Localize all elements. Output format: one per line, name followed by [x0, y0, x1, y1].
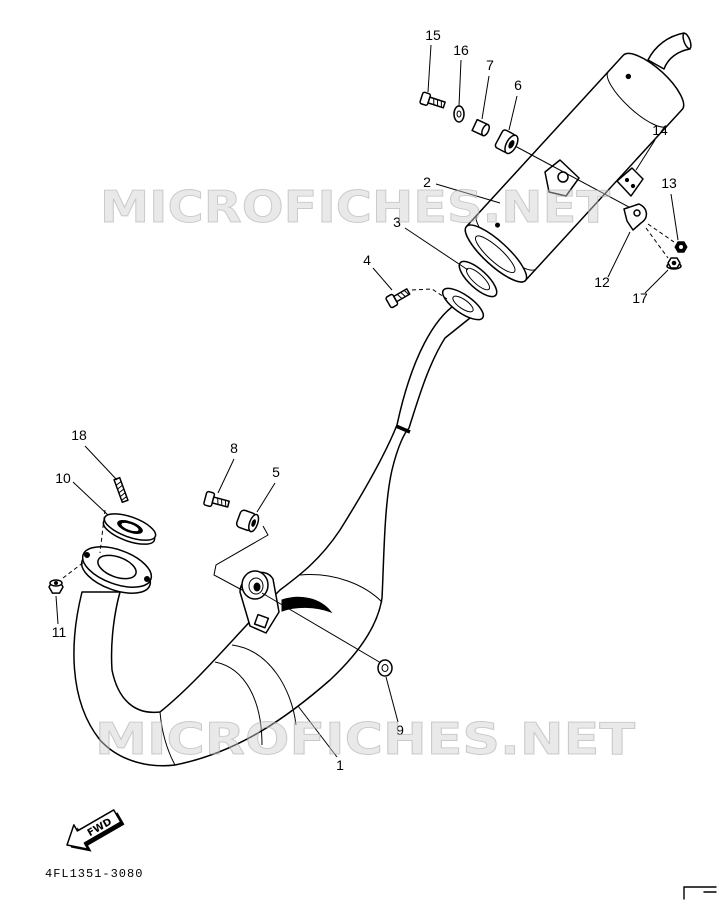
callout-12: 12 [594, 274, 610, 290]
chamber-outline [73, 303, 471, 767]
callout-16: 16 [453, 42, 469, 58]
silencer-bottom-rivet [495, 222, 501, 228]
callout-11: 11 [52, 624, 67, 640]
header-flange [80, 546, 153, 594]
chamber-seam-a [214, 661, 263, 746]
damper-5 [235, 509, 260, 533]
collar-7 [471, 118, 490, 137]
bolt-4 [385, 288, 411, 309]
nut-13-dash-line [647, 223, 675, 243]
gasket-3 [458, 260, 498, 298]
chamber-cone-join [299, 574, 383, 603]
callout-2: 2 [423, 174, 431, 190]
nut-17 [666, 257, 682, 270]
chamber-stinger-band [395, 424, 411, 434]
bracket-14 [616, 167, 644, 197]
chamber-mount-bracket [239, 570, 280, 634]
callout-1: 1 [336, 757, 344, 773]
leader-lines [55, 44, 679, 758]
callout-15: 15 [425, 27, 441, 43]
damper-5-guide-line [213, 525, 269, 591]
watermark-bottom: MICROFICHES.NET [95, 714, 635, 765]
callout-4: 4 [363, 252, 371, 268]
callout-9: 9 [396, 722, 404, 738]
fwd-arrow-face [66, 809, 122, 850]
silencer-tailpipe-end [682, 32, 692, 50]
stinger-flange [441, 287, 485, 321]
silencer-top-band [606, 71, 668, 128]
silencer-mount-axis-line [514, 145, 641, 214]
callout-14: 14 [652, 122, 668, 138]
callout-13: 13 [661, 175, 677, 191]
callout-10: 10 [55, 470, 71, 486]
expansion-chamber [73, 303, 471, 767]
silencer-top-rivet [625, 73, 632, 80]
nut-17-dash-line [645, 227, 669, 259]
callout-5: 5 [272, 464, 280, 480]
bolt-4-dash-line [411, 288, 448, 300]
callout-17: 17 [632, 290, 648, 306]
callout-6: 6 [514, 77, 522, 93]
washer-9 [377, 659, 393, 677]
chamber-header-seam [159, 711, 176, 766]
grommet-6 [494, 129, 519, 155]
nut-13 [674, 241, 688, 253]
washer-16 [453, 105, 465, 123]
silencer-bottom-band [475, 214, 537, 271]
corner-frame [683, 886, 717, 900]
callout-18: 18 [71, 427, 87, 443]
bracket-12 [623, 203, 648, 231]
nut-11 [48, 579, 64, 594]
bolt-8 [203, 490, 230, 508]
callout-3: 3 [393, 214, 401, 230]
nut-11-dash-line [62, 561, 85, 579]
silencer-end-face [464, 224, 528, 283]
stud-18 [113, 476, 129, 504]
bolt-15 [419, 91, 446, 109]
fwd-arrow: FWD [66, 809, 125, 852]
callout-8: 8 [230, 440, 238, 456]
chamber-weld-shadow [281, 596, 333, 614]
diagram-code: 4FL1351-3080 [45, 867, 143, 881]
callout-7: 7 [486, 57, 494, 73]
gasket-10 [102, 513, 157, 545]
silencer-end-pipe [475, 235, 516, 274]
watermark-top: MICROFICHES.NET [100, 182, 610, 233]
chamber-seam-b [231, 644, 297, 726]
chamber-mount-axis-line [261, 592, 382, 664]
